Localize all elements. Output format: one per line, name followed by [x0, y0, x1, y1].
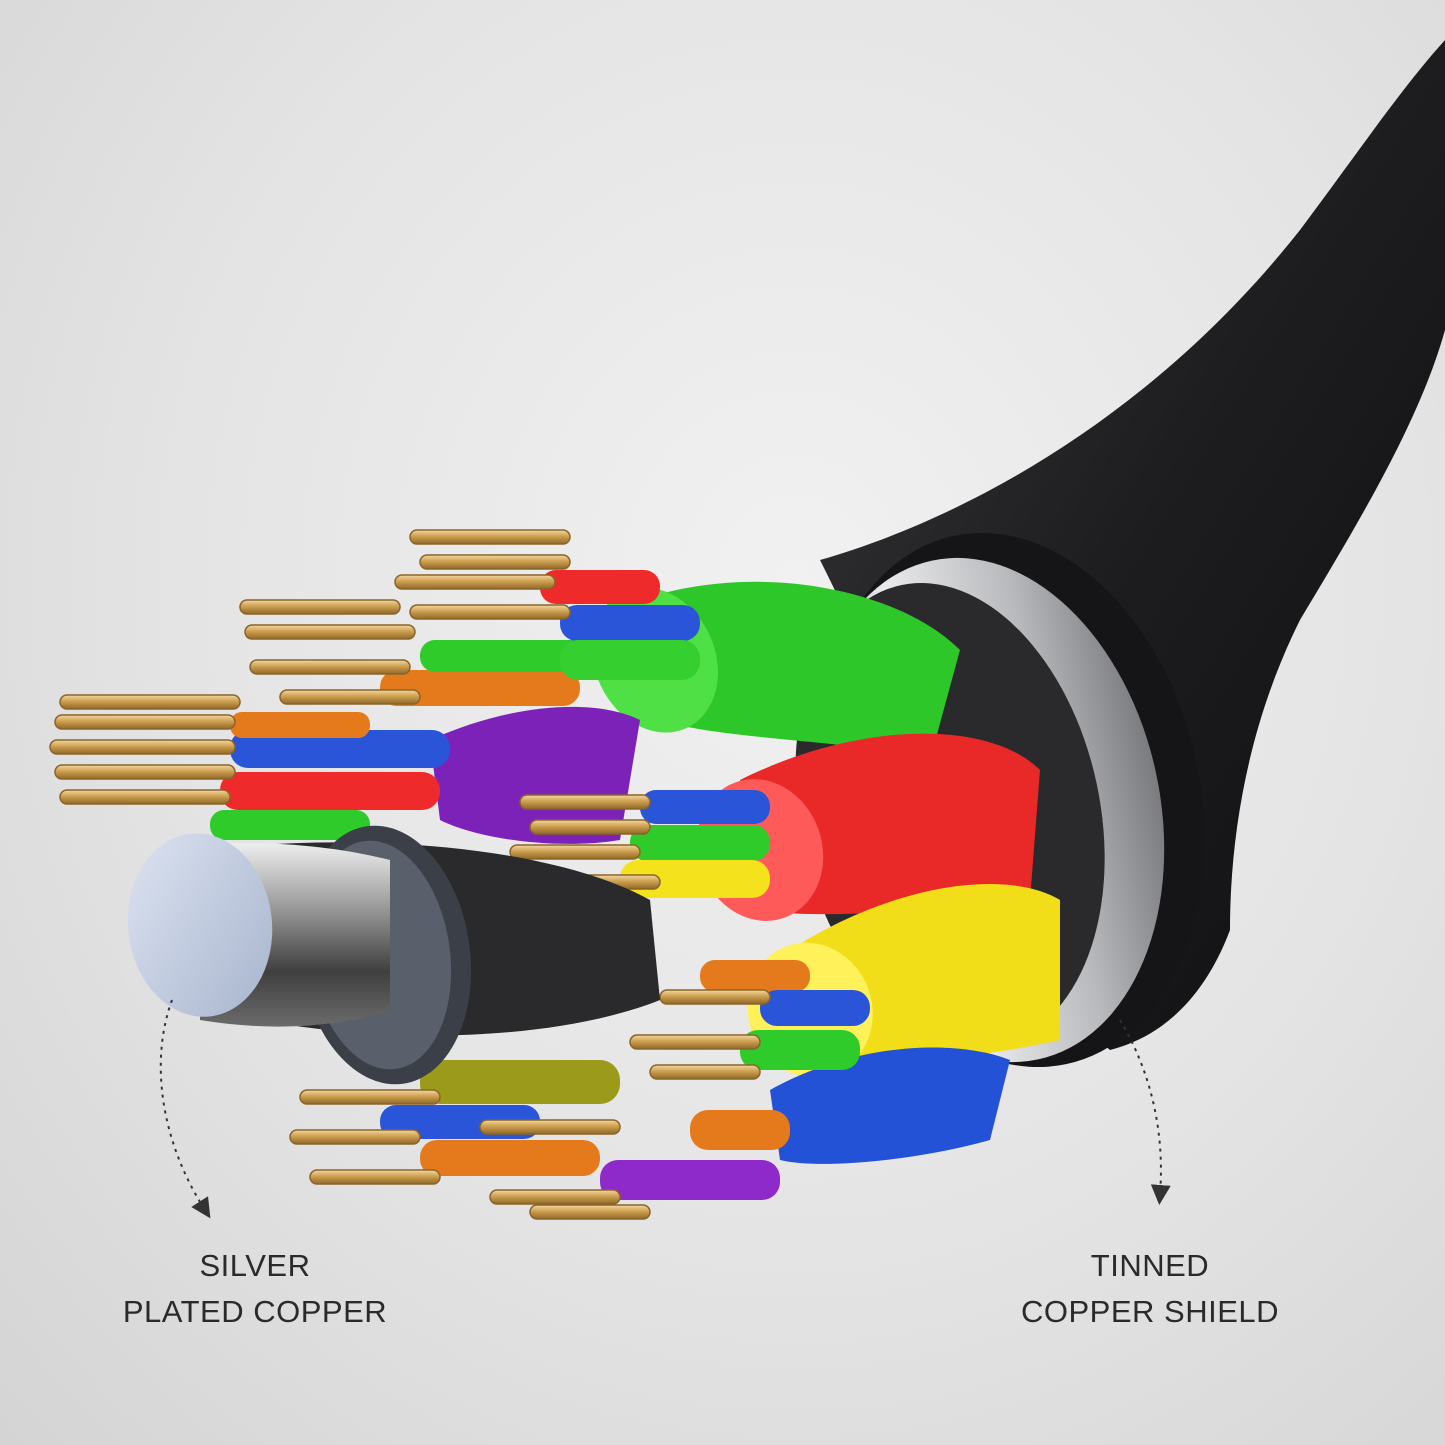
callout-arrow-silver	[159, 999, 211, 1219]
wire-green-2	[420, 640, 600, 672]
wire-green-5	[740, 1030, 860, 1070]
copper-strands	[49, 529, 771, 1220]
wire-yellow	[620, 860, 770, 898]
wire-blue	[230, 730, 450, 768]
wire-orange-4	[420, 1140, 600, 1176]
callout-tinned-line2: COPPER SHIELD	[1020, 1294, 1279, 1329]
wire-blue-3	[640, 790, 770, 824]
wire-green-3	[560, 640, 700, 680]
wire-orange-3	[700, 960, 810, 992]
pair-blue	[770, 1047, 1010, 1164]
wire-orange-2	[380, 670, 580, 706]
small-conductors	[210, 570, 870, 1200]
callout-tinned-line1: TINNED	[1090, 1248, 1210, 1283]
coax-core	[127, 825, 660, 1085]
callout-tinned-copper-shield: TINNED COPPER SHIELD	[980, 1243, 1320, 1335]
callout-silver-line1: SILVER	[199, 1248, 311, 1283]
wire-green-4	[630, 825, 770, 861]
wire-blue-4	[760, 990, 870, 1026]
wire-red	[220, 772, 440, 810]
wire-orange	[230, 712, 370, 738]
callout-silver-line2: PLATED COPPER	[122, 1294, 388, 1329]
pair-green	[640, 581, 960, 760]
callout-arrow-tinned	[1119, 1019, 1171, 1205]
wire-purple	[600, 1160, 780, 1200]
wire-olive	[420, 1060, 620, 1104]
wire-orange-5	[690, 1110, 790, 1150]
wire-red-2	[540, 570, 660, 604]
callout-silver-plated-copper: SILVER PLATED COPPER	[60, 1243, 450, 1335]
wire-green	[210, 810, 370, 840]
coax-conductor-face	[127, 833, 273, 1017]
wire-blue-2	[560, 605, 700, 641]
